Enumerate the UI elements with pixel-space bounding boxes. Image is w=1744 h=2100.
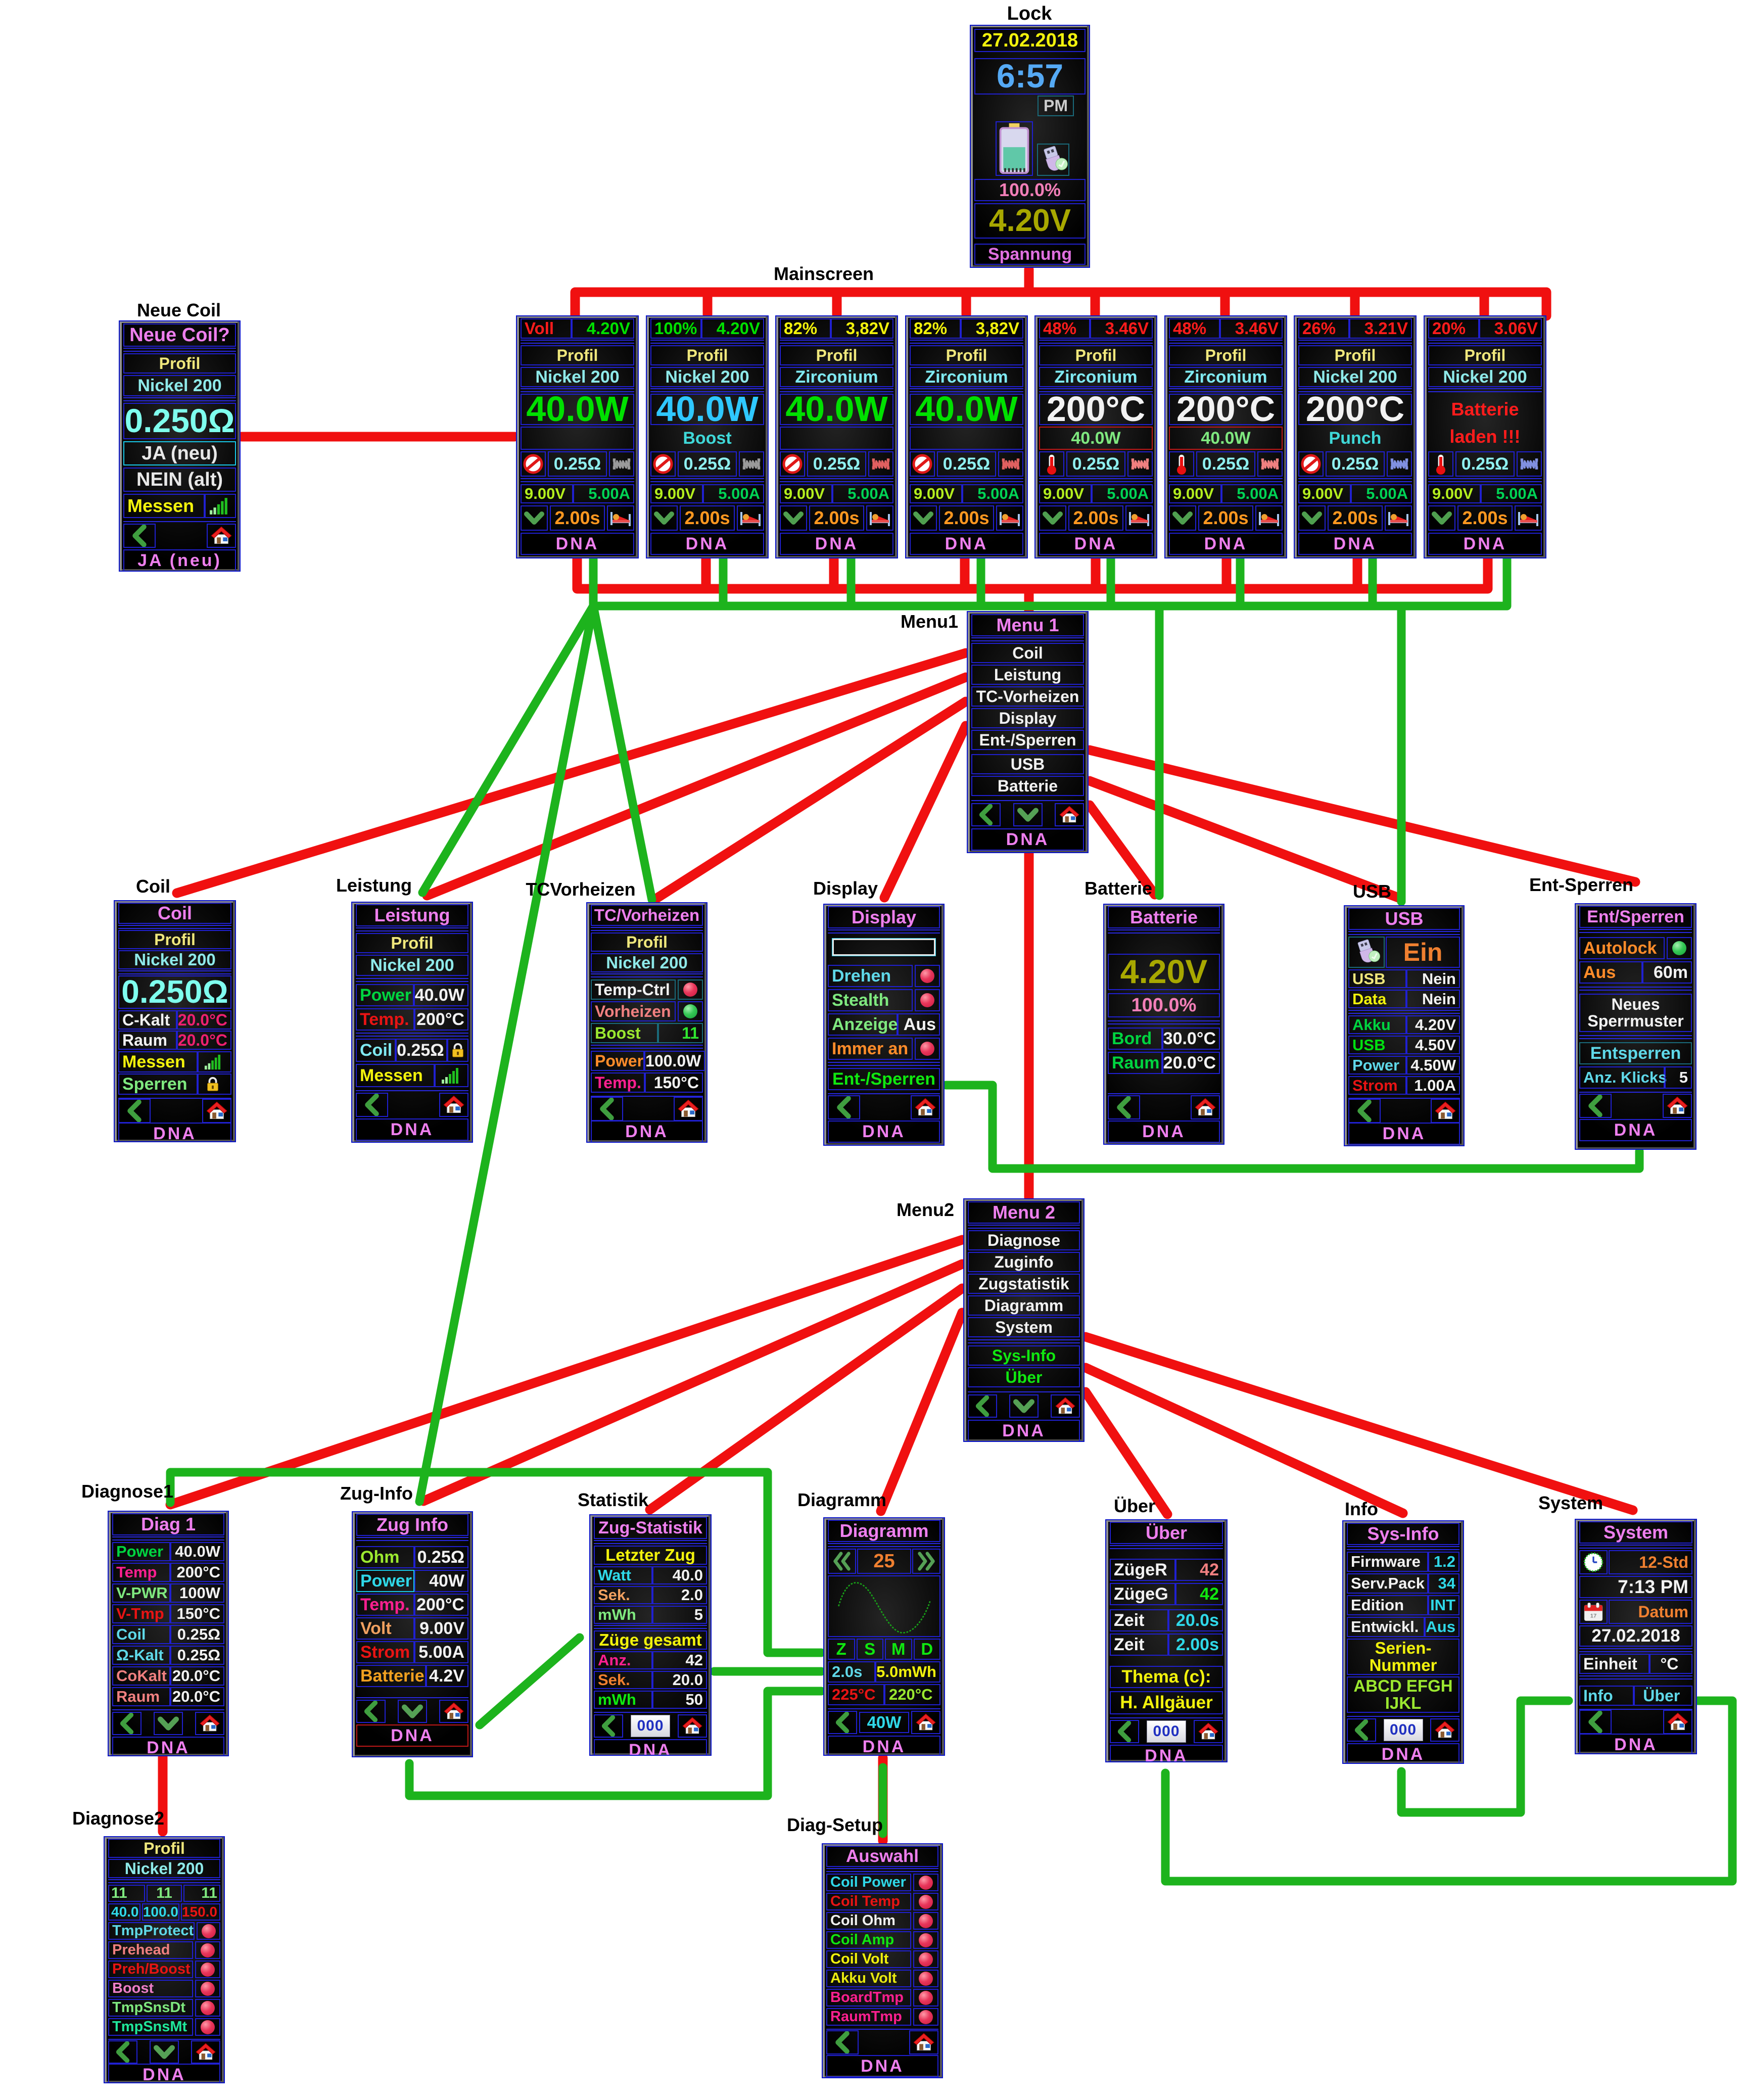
svg-text:17: 17: [1590, 1613, 1597, 1619]
